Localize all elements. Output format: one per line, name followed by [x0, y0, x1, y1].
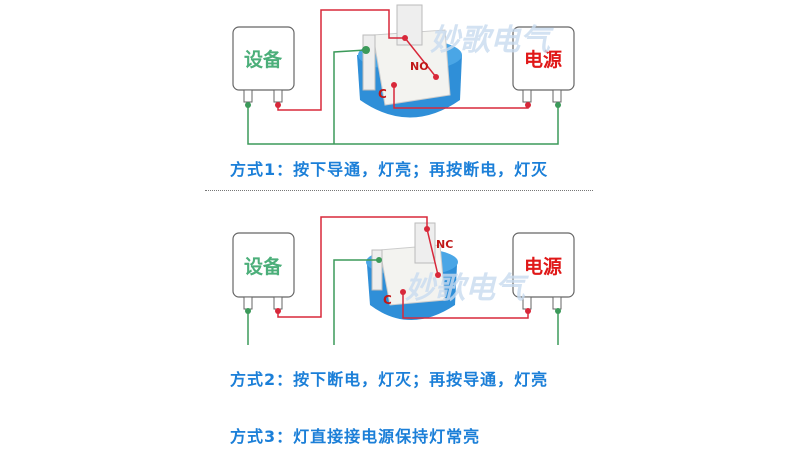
divider — [205, 190, 593, 191]
device-label: 设备 — [244, 48, 283, 71]
device-pin — [243, 89, 253, 103]
power-pin — [552, 89, 562, 103]
power-label: 电源 — [524, 255, 562, 278]
device-label: 设备 — [244, 255, 283, 278]
device-pin — [243, 296, 253, 310]
terminal-nc-label: NC — [436, 238, 453, 251]
terminal-c-label: C — [378, 87, 387, 101]
green-wire — [333, 259, 379, 345]
device-pin — [273, 296, 283, 310]
power-box — [512, 232, 575, 298]
device-pin — [273, 89, 283, 103]
watermark: 妙歌电气 — [430, 23, 554, 58]
push-switch — [366, 222, 458, 320]
device-box — [232, 26, 295, 91]
diagram-1: 设备 电源 妙歌电气 NO C — [232, 4, 575, 145]
mode-3-caption: 方式3：灯直接接电源保持灯常亮 — [230, 427, 481, 446]
power-label: 电源 — [524, 48, 562, 71]
red-wire — [402, 292, 529, 319]
terminal-c-label: C — [383, 293, 392, 307]
mode-2-caption: 方式2：按下断电，灯灭；再按导通，灯亮 — [230, 370, 549, 389]
power-pin — [552, 296, 562, 310]
green-wire — [333, 49, 367, 144]
mode-1-caption: 方式1：按下导通，灯亮；再按断电，灯灭 — [230, 160, 549, 179]
diagram-2: 设备 电源 妙歌电气 NC C — [232, 216, 575, 345]
power-pin — [522, 89, 532, 103]
power-box — [512, 26, 575, 91]
terminal-no-label: NO — [410, 60, 429, 73]
device-box — [232, 232, 295, 298]
watermark: 妙歌电气 — [405, 271, 529, 306]
green-wire — [247, 105, 559, 145]
